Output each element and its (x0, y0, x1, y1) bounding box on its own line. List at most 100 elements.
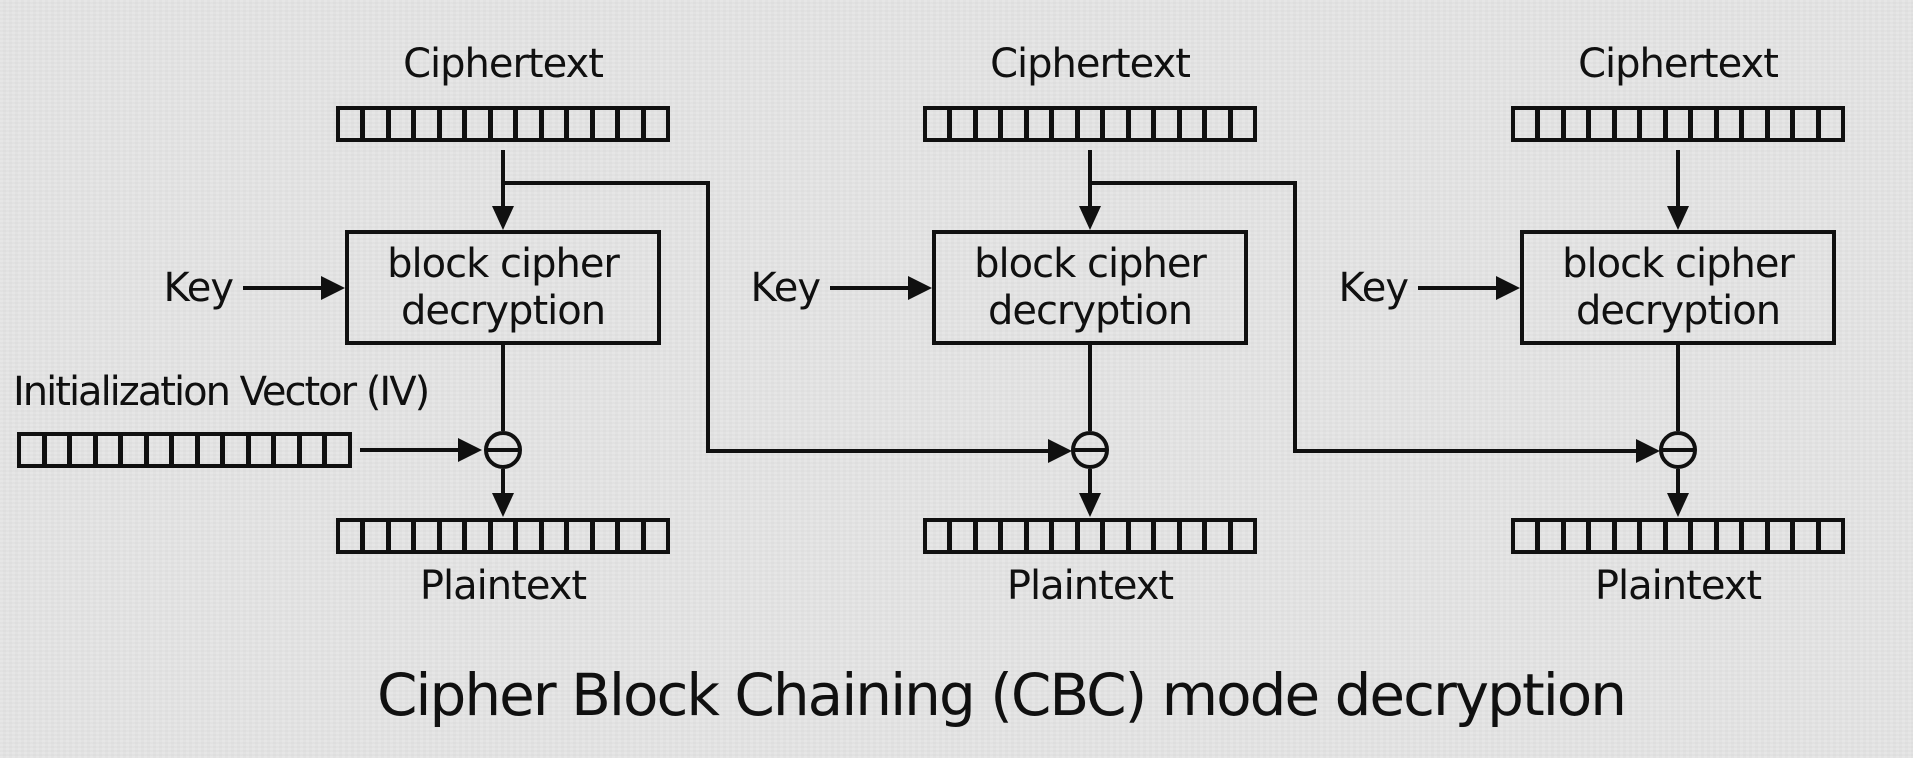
plaintext-bit-block (336, 518, 670, 554)
bit-cell (1662, 110, 1688, 138)
block-cipher-decryption-box: block cipher decryption (1520, 230, 1836, 345)
bit-cell (322, 436, 348, 464)
bit-cell (998, 522, 1023, 550)
iv-arrow-line (360, 448, 458, 452)
bit-cell (947, 522, 972, 550)
chain-branch-vertical (706, 181, 710, 453)
bit-cell (1074, 522, 1100, 550)
bit-cell (1611, 110, 1637, 138)
ciphertext-label: Ciphertext (1578, 41, 1779, 87)
arrowhead-right-icon (908, 276, 932, 300)
bit-cell (1739, 522, 1764, 550)
xor-node (484, 431, 522, 469)
bit-cell (538, 110, 564, 138)
bit-cell (1049, 110, 1074, 138)
bit-cell (1662, 522, 1688, 550)
arrowhead-down-icon (1667, 493, 1689, 517)
bit-cell (67, 436, 93, 464)
bit-cell (1713, 110, 1739, 138)
key-label: Key (750, 265, 821, 311)
bit-cell (1515, 522, 1535, 550)
bit-cell (1202, 110, 1227, 138)
chain-branch-horizontal (1088, 181, 1297, 185)
bit-cell (1586, 522, 1611, 550)
bit-cell (1790, 110, 1815, 138)
bit-cell (194, 436, 221, 464)
bit-cell (615, 110, 640, 138)
plaintext-bit-block (1511, 518, 1845, 554)
bit-cell (411, 522, 436, 550)
ciphertext-label: Ciphertext (403, 41, 604, 87)
ciphertext-bit-block (923, 106, 1257, 142)
chain-line-to-next-xor (1293, 449, 1636, 453)
arrowhead-right-icon (321, 276, 345, 300)
bit-cell (1637, 110, 1662, 138)
flow-line-box-to-xor (1676, 345, 1680, 431)
bit-cell (245, 436, 272, 464)
bit-cell (41, 436, 68, 464)
bit-cell (564, 110, 589, 138)
plaintext-label: Plaintext (1006, 563, 1174, 609)
bit-cell (118, 436, 144, 464)
arrowhead-right-icon (1048, 439, 1072, 463)
bit-cell (220, 436, 246, 464)
bit-cell (1764, 110, 1790, 138)
bit-cell (1535, 110, 1560, 138)
bit-cell (1637, 522, 1662, 550)
plaintext-label: Plaintext (419, 563, 587, 609)
bit-cell (1790, 522, 1815, 550)
bit-cell (487, 110, 513, 138)
bit-cell (436, 110, 462, 138)
bit-cell (385, 522, 411, 550)
flow-line-box-to-xor (1088, 345, 1092, 431)
bit-cell (640, 522, 666, 550)
iv-bit-block (17, 432, 352, 468)
chain-branch-horizontal (501, 181, 710, 185)
bit-cell (1227, 110, 1253, 138)
key-arrow-line (830, 286, 910, 290)
bit-cell (360, 522, 385, 550)
bit-cell (1560, 110, 1586, 138)
key-label: Key (163, 265, 234, 311)
bit-cell (538, 522, 564, 550)
plaintext-bit-block (923, 518, 1257, 554)
bit-cell (1515, 110, 1535, 138)
arrowhead-down-icon (492, 493, 514, 517)
bit-cell (1688, 110, 1713, 138)
flow-line-xor-to-plaintext (1676, 469, 1680, 495)
bit-cell (143, 436, 170, 464)
bit-cell (513, 110, 538, 138)
bit-cell (1535, 522, 1560, 550)
bit-cell (385, 110, 411, 138)
bit-cell (1100, 110, 1125, 138)
bit-cell (462, 522, 487, 550)
arrowhead-right-icon (1636, 439, 1660, 463)
block-cipher-decryption-box: block cipher decryption (932, 230, 1248, 345)
ciphertext-bit-block (336, 106, 670, 142)
chain-branch-vertical (1293, 181, 1297, 453)
bit-cell (296, 436, 323, 464)
box-label-line2: decryption (400, 287, 606, 334)
diagram-title: Cipher Block Chaining (CBC) mode decrypt… (376, 661, 1627, 729)
chain-line-to-next-xor (706, 449, 1048, 453)
bit-cell (1202, 522, 1227, 550)
bit-cell (360, 110, 385, 138)
box-label-line2: decryption (987, 287, 1193, 334)
bit-cell (1151, 110, 1176, 138)
bit-cell (1125, 110, 1151, 138)
bit-cell (1074, 110, 1100, 138)
bit-cell (340, 110, 360, 138)
bit-cell (462, 110, 487, 138)
bit-cell (340, 522, 360, 550)
bit-cell (1125, 522, 1151, 550)
box-label-line1: block cipher (387, 240, 620, 287)
bit-cell (927, 110, 947, 138)
bit-cell (1023, 110, 1049, 138)
arrowhead-down-icon (1667, 206, 1689, 230)
key-arrow-line (243, 286, 323, 290)
bit-cell (92, 436, 119, 464)
bit-cell (927, 522, 947, 550)
flow-line-ciphertext-to-box (1676, 150, 1680, 208)
bit-cell (1713, 522, 1739, 550)
